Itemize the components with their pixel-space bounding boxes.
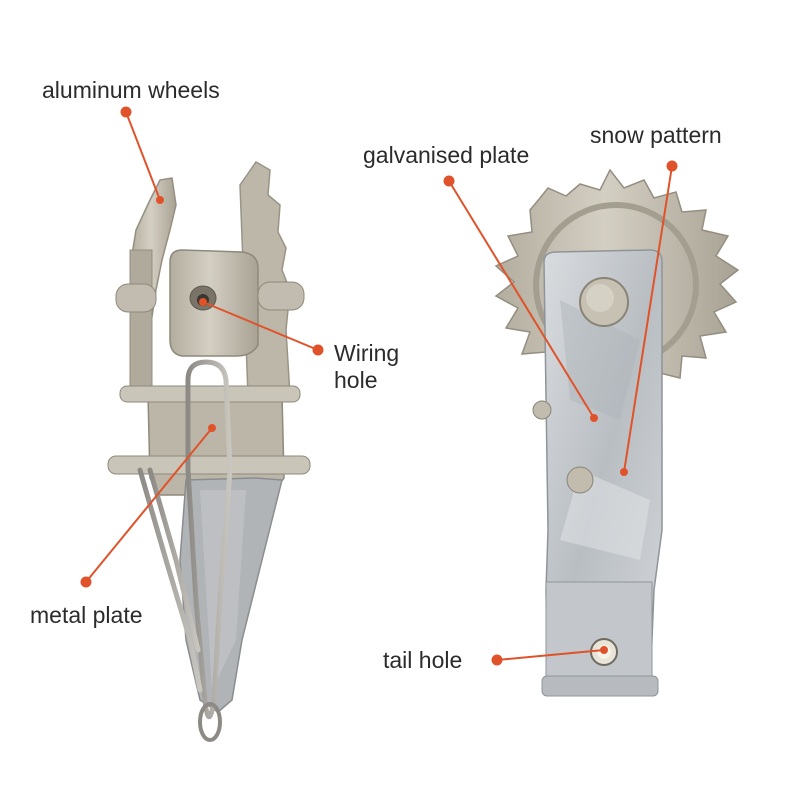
label-snow-pattern: snow pattern xyxy=(590,122,722,148)
tail-section xyxy=(545,581,653,689)
spring-wire xyxy=(137,359,233,719)
galvanised-plate xyxy=(543,249,663,691)
label-metal-plate: metal plate xyxy=(30,602,143,628)
label-tail-hole: tail hole xyxy=(383,647,463,673)
leader-lines xyxy=(80,106,678,666)
lower-pin xyxy=(107,455,311,475)
side-rivet xyxy=(532,400,552,420)
axle-left xyxy=(115,283,157,313)
middle-rivet xyxy=(566,466,594,494)
upper-pin xyxy=(119,385,301,403)
label-wiring-hole: Wiring hole xyxy=(334,340,399,394)
right-tensioner xyxy=(494,168,740,697)
label-aluminum-wheels: aluminum wheels xyxy=(42,77,220,103)
left-tensioner xyxy=(107,161,311,742)
label-wiring-hole-line1: Wiring xyxy=(334,340,400,366)
label-wiring-hole-line2: hole xyxy=(334,367,378,393)
tail-lip xyxy=(541,675,659,697)
label-galvanised-plate: galvanised plate xyxy=(363,142,530,168)
axle-right xyxy=(257,281,305,311)
left-side-tab xyxy=(129,249,153,401)
